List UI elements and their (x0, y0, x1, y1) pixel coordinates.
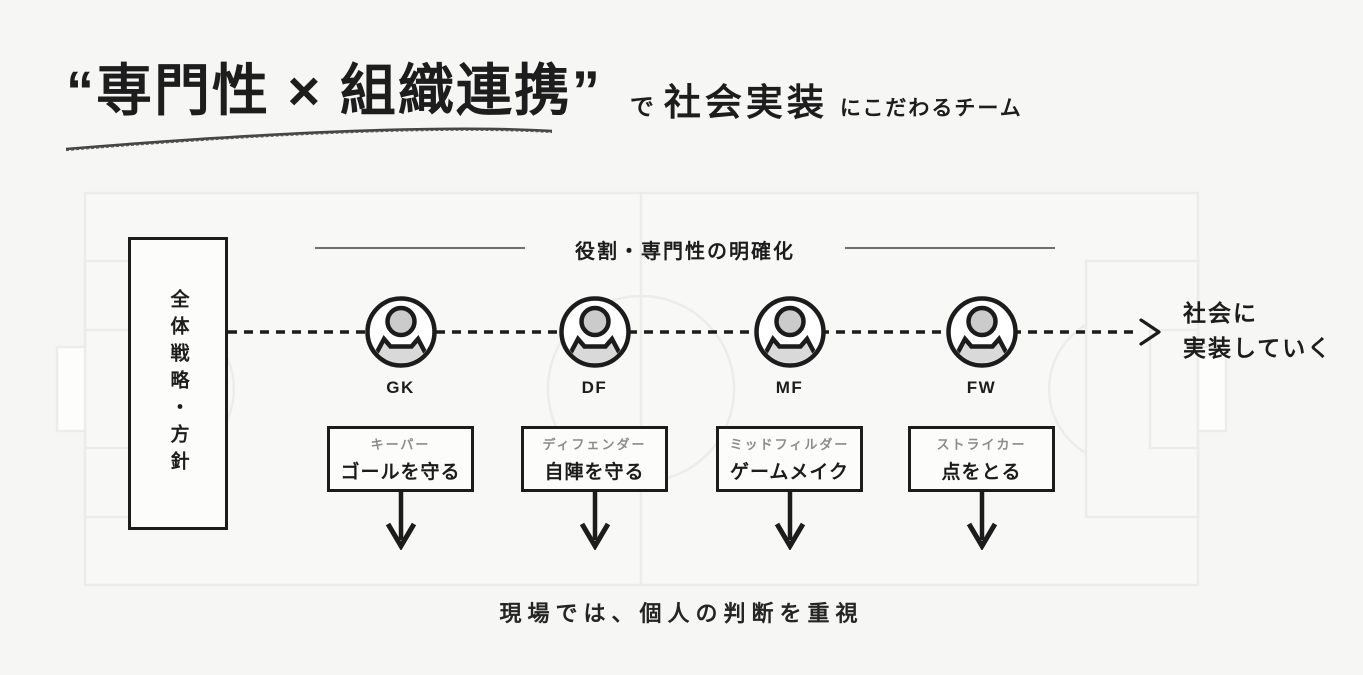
title-emphasis: 社会実装 (663, 82, 828, 123)
down-arrow-icon (774, 492, 805, 550)
person-icon (364, 296, 437, 368)
section-label: 役割・専門性の明確化 (575, 241, 795, 263)
role-name: ストライカー (936, 437, 1027, 452)
role-column-fw: FW ストライカー 点をとる (908, 294, 1055, 550)
title-headline: “専門性 × 組織連携” (66, 59, 602, 122)
down-arrow-icon (385, 492, 416, 550)
outcome-label: 社会に 実装していく (1183, 296, 1332, 366)
role-code-label: GK (386, 378, 415, 397)
strategy-box-label: 全体戦略・方針 (167, 289, 189, 478)
marker-underline (65, 127, 553, 152)
down-arrow-icon (579, 492, 610, 550)
role-column-gk: GK キーパー ゴールを守る (327, 294, 474, 550)
title-connector: で (629, 94, 654, 121)
role-duty: 自陣を守る (544, 462, 645, 483)
strategy-box: 全体戦略・方針 (128, 237, 228, 530)
person-icon (945, 296, 1018, 368)
title-subline: で 社会実装 にこだわるチーム (602, 72, 1023, 126)
role-column-mf: MF ミッドフィルダー ゲームメイク (716, 294, 863, 550)
role-duty: ゲームメイク (729, 462, 850, 483)
down-arrow-icon (966, 492, 997, 550)
section-divider-right (845, 247, 1055, 249)
section-divider-left (315, 247, 525, 249)
role-card: ミッドフィルダー ゲームメイク (716, 426, 863, 492)
role-code-label: MF (775, 378, 804, 397)
role-card: キーパー ゴールを守る (327, 426, 474, 492)
role-name: キーパー (370, 437, 431, 452)
person-icon (558, 296, 631, 368)
role-card: ストライカー 点をとる (908, 426, 1055, 492)
role-duty: 点をとる (941, 462, 1022, 483)
outcome-line-1: 社会に (1183, 300, 1258, 326)
role-name: ディフェンダー (542, 437, 647, 452)
role-card: ディフェンダー 自陣を守る (521, 426, 668, 492)
role-code-label: DF (581, 378, 608, 397)
role-column-df: DF ディフェンダー 自陣を守る (521, 294, 668, 550)
bottom-note: 現場では、個人の判断を重視 (499, 601, 864, 626)
title-suffix: にこだわるチーム (839, 97, 1023, 120)
page-title: “専門性 × 組織連携” で 社会実装 にこだわるチーム (66, 46, 1023, 127)
role-name: ミッドフィルダー (729, 437, 850, 452)
person-icon (753, 296, 826, 368)
role-duty: ゴールを守る (340, 462, 461, 483)
outcome-line-2: 実装していく (1183, 335, 1333, 361)
role-code-label: FW (966, 378, 997, 397)
